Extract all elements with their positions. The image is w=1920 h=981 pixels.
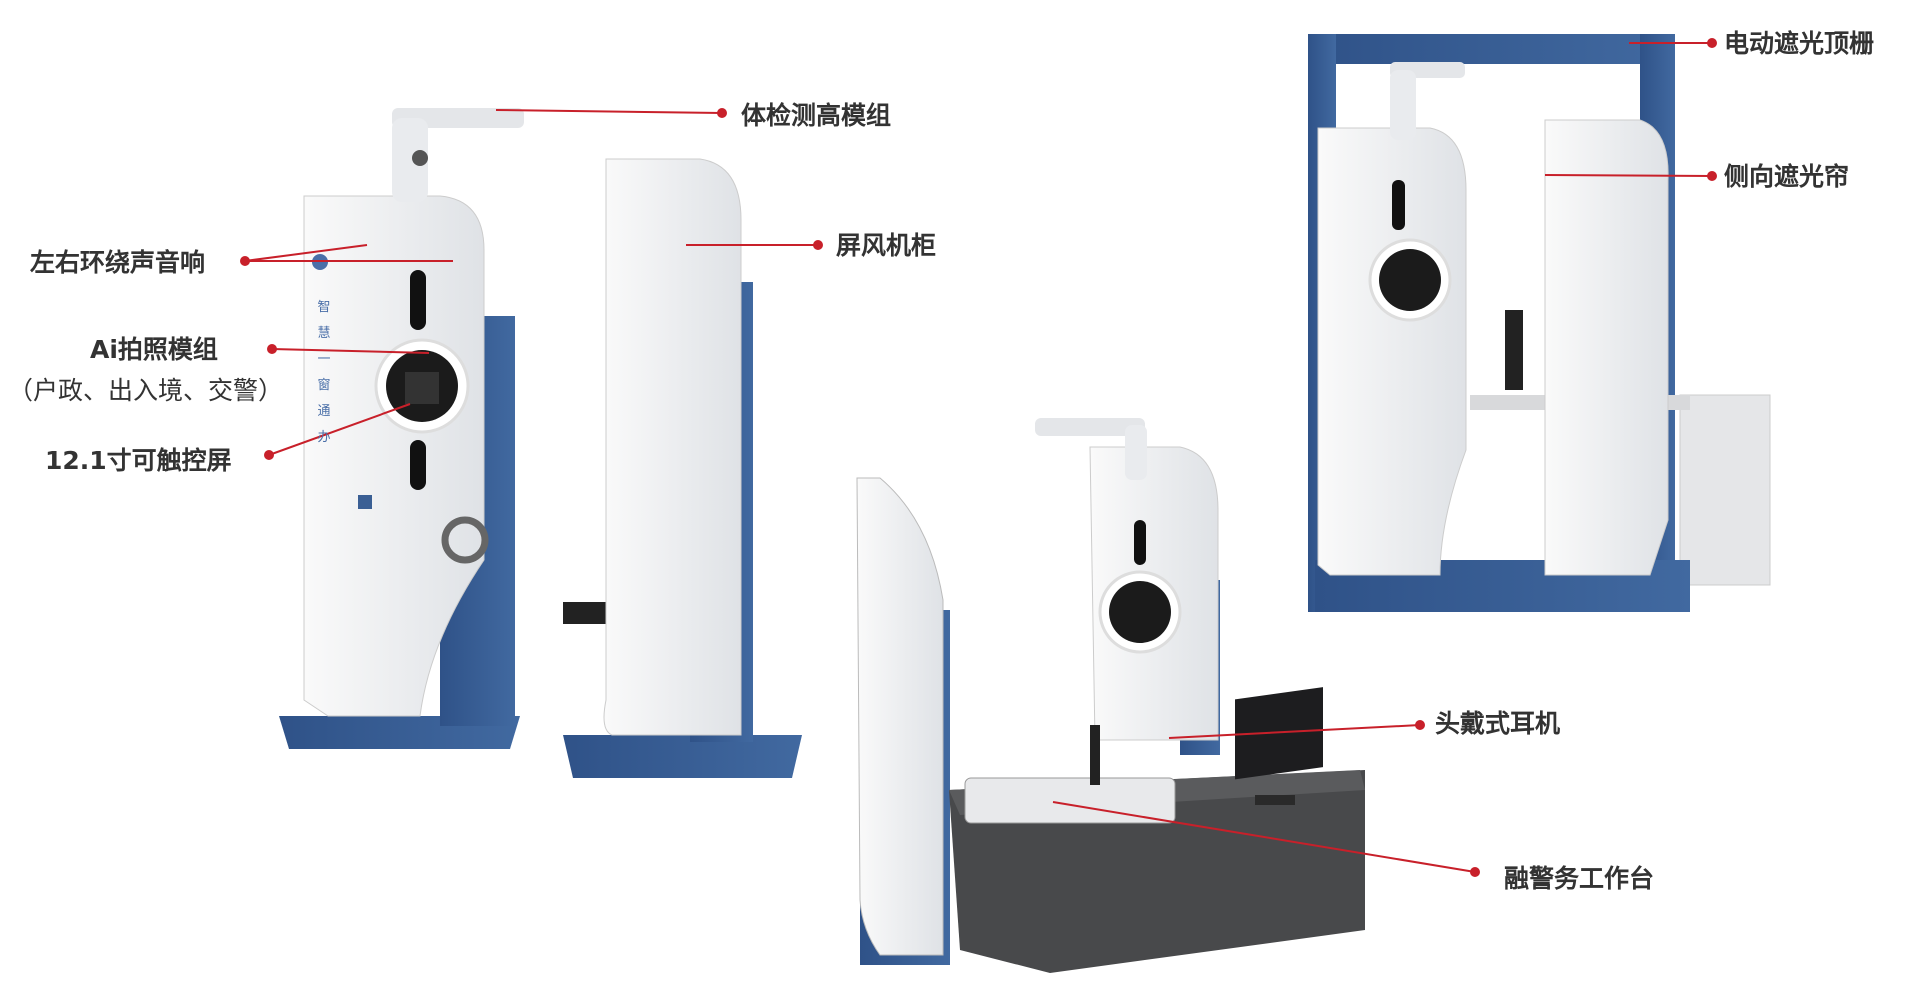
label-top-shade: 电动遮光顶栅 [1724,29,1875,58]
label-touch-screen: 12.1寸可触控屏 [45,446,232,475]
label-screen-cabinet: 屏风机柜 [836,231,937,260]
workstation-kiosk [856,418,1365,973]
callout-lines [240,38,1717,877]
screen-cabinet [563,158,802,778]
label-headset: 头戴式耳机 [1435,709,1561,738]
label-surround-speakers: 左右环绕声音响 [30,248,206,277]
label-workstation: 融警务工作台 [1504,864,1655,893]
kiosk-main [279,108,524,749]
label-ai-photo-module-sub: （户政、出入境、交警） [8,376,284,405]
label-ai-photo-module: Ai拍照模组 [90,335,218,364]
booth-kiosk [1308,34,1771,612]
label-height-module: 体检测高模组 [741,101,892,130]
label-side-curtain: 侧向遮光帘 [1724,162,1850,191]
panel-vertical-text: 智慧一窗通办 [317,300,331,445]
